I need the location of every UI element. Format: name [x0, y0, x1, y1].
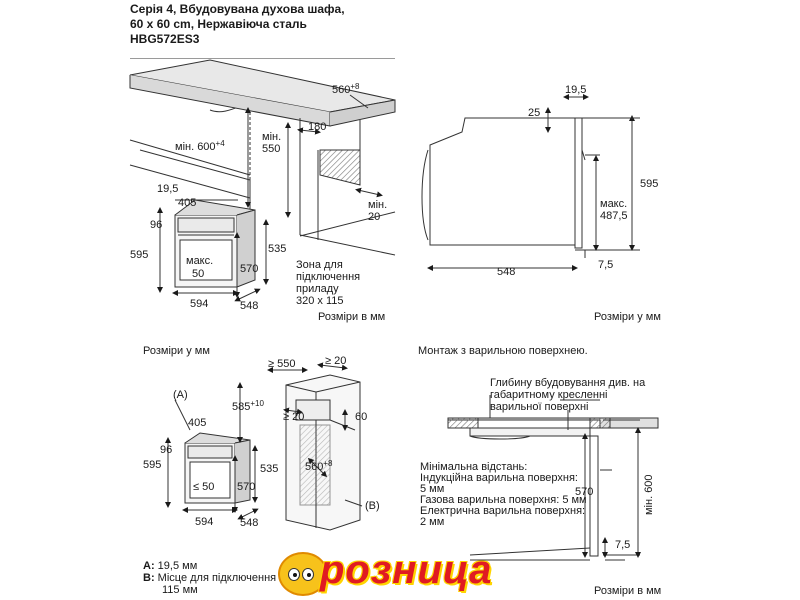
logo-text: розница — [320, 548, 493, 592]
p2-dim-max-a: макс. — [600, 198, 627, 210]
p3-dim-595: 595 — [143, 459, 161, 471]
panel-1-cabinet-perspective — [129, 59, 396, 302]
p3-units-top: Розміри у мм — [143, 345, 210, 357]
panel-4-cooktop-mount — [447, 395, 659, 561]
p1-dim-max-50-a: макс. — [186, 255, 213, 267]
p3-dim-B: (B) — [365, 500, 380, 512]
note-b-2: 115 мм — [162, 584, 198, 596]
p4-note-1: Глибину вбудовування див. на — [490, 377, 646, 389]
p4-min-1: Мінімальна відстань: — [420, 461, 527, 473]
p1-dim-180: 180 — [308, 121, 326, 133]
p2-dim-max-b: 487,5 — [600, 210, 628, 222]
header-line-2: 60 x 60 cm, Нержавіюча сталь — [130, 17, 307, 31]
p1-dim-min-20-a: мін. — [368, 199, 387, 211]
p1-dim-594: 594 — [190, 298, 208, 310]
p4-min-3: 5 мм — [420, 483, 444, 495]
header-line-1: Серія 4, Вбудовувана духова шафа, — [130, 2, 345, 16]
p3-dim-96: 96 — [160, 444, 172, 456]
p3-dim-60: 60 — [355, 411, 367, 423]
note-b: B: Місце для підключення — [143, 572, 277, 584]
p3-dim-535: 535 — [260, 463, 278, 475]
legend-notes: A: 19,5 мм B: Місце для підключення 115 … — [143, 560, 276, 596]
product-header: Серія 4, Вбудовувана духова шафа, 60 x 6… — [130, 2, 345, 47]
p3-dim-ge550: ≥ 550 — [268, 358, 295, 370]
panel-2-side-profile — [421, 94, 640, 271]
p2-dim-7-5: 7,5 — [598, 259, 613, 271]
p4-note-3: варильної поверхні — [490, 401, 588, 413]
p1-dim-570: 570 — [240, 263, 258, 275]
p4-note-2: габаритному кресленні — [490, 389, 607, 401]
p3-dim-548: 548 — [240, 517, 258, 529]
p4-min-4: Газова варильна поверхня: 5 мм — [420, 494, 587, 506]
p2-dim-595: 595 — [640, 178, 658, 190]
p3-dim-A: (A) — [173, 389, 188, 401]
header-model: HBG572ES3 — [130, 32, 200, 46]
p4-dim-7-5: 7,5 — [615, 539, 630, 551]
p3-dim-594: 594 — [195, 516, 213, 528]
p3-dim-585: 585+10 — [232, 399, 264, 413]
p2-dim-25: 25 — [528, 107, 540, 119]
p2-units: Розміри у мм — [594, 311, 661, 323]
p1-dim-535: 535 — [268, 243, 286, 255]
p1-dim-548: 548 — [240, 300, 258, 312]
header-divider — [130, 58, 395, 59]
p4-min-5: Електрична варильна поверхня: — [420, 505, 585, 517]
p1-dim-19-5: 19,5 — [157, 183, 178, 195]
p1-dim-405: 405 — [178, 197, 196, 209]
p1-dim-min-550-b: 550 — [262, 143, 280, 155]
p1-zone-4: 320 x 115 — [296, 295, 344, 307]
p1-dim-min-20-b: 20 — [368, 211, 380, 223]
p4-min-6: 2 мм — [420, 516, 444, 528]
p1-dim-96: 96 — [150, 219, 162, 231]
p4-min-2: Індукційна варильна поверхня: — [420, 472, 578, 484]
p3-dim-le50: ≤ 50 — [193, 481, 214, 493]
p3-dim-ge20-mid: ≥ 20 — [283, 411, 304, 423]
p1-dim-595: 595 — [130, 249, 148, 261]
p4-units: Розміри в мм — [594, 585, 661, 597]
p4-dim-min600: мін. 600 — [643, 474, 655, 515]
panel-3-tall-cabinet — [165, 362, 363, 531]
p2-dim-19-5: 19,5 — [565, 84, 586, 96]
p1-zone-1: Зона для — [296, 259, 343, 271]
p3-dim-405: 405 — [188, 417, 206, 429]
p1-dim-min-550-a: мін. — [262, 131, 281, 143]
p1-dim-max-50-b: 50 — [192, 268, 204, 280]
p4-dim-570: 570 — [575, 486, 593, 498]
note-a: A: 19,5 мм — [143, 560, 198, 572]
p1-zone-2: підключення — [296, 271, 360, 283]
p3-dim-570: 570 — [237, 481, 255, 493]
p1-units: Розміри в мм — [318, 311, 385, 323]
p4-title: Монтаж з варильною поверхнею. — [418, 345, 588, 357]
rozница-logo: розница — [278, 546, 530, 598]
p1-dim-min-600: мін. 600+4 — [175, 139, 225, 153]
p3-dim-ge20-top: ≥ 20 — [325, 355, 346, 367]
mascot-icon — [278, 552, 328, 596]
p2-dim-548: 548 — [497, 266, 515, 278]
p1-zone-3: приладу — [296, 283, 339, 295]
